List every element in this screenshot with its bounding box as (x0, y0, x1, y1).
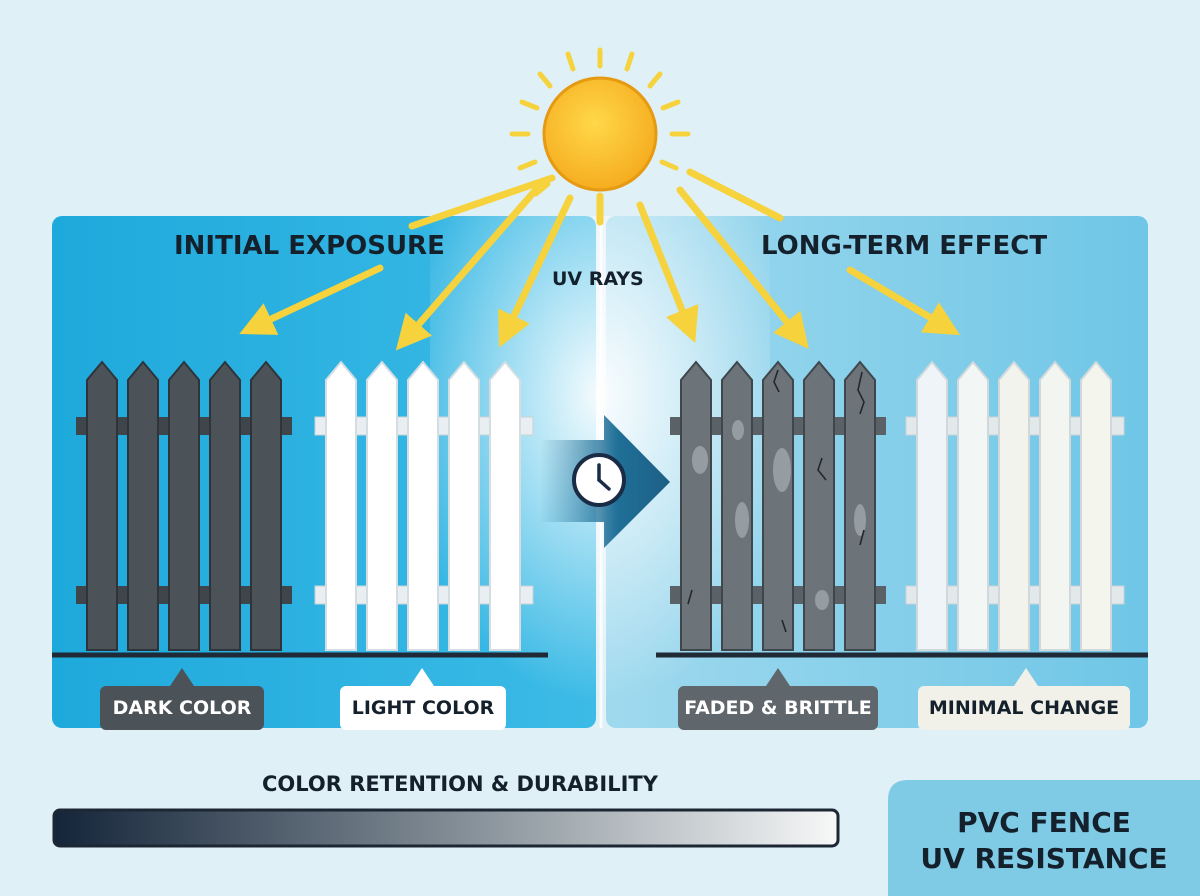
dark-fence (76, 360, 292, 651)
faded-fence (670, 360, 886, 651)
faded-tag-pointer (766, 668, 790, 686)
light-tag-pointer (410, 668, 434, 686)
sun-icon (542, 76, 658, 192)
light-fence (314, 360, 534, 651)
color-retention-gradient-bar (52, 808, 840, 848)
pvc-badge-background (888, 780, 1200, 896)
clock-icon (572, 453, 626, 507)
minimal-tag-pointer (1014, 668, 1038, 686)
dark-tag-pointer (170, 668, 194, 686)
uv-ray-arrows (239, 168, 961, 351)
minimal-change-fence (905, 360, 1125, 651)
